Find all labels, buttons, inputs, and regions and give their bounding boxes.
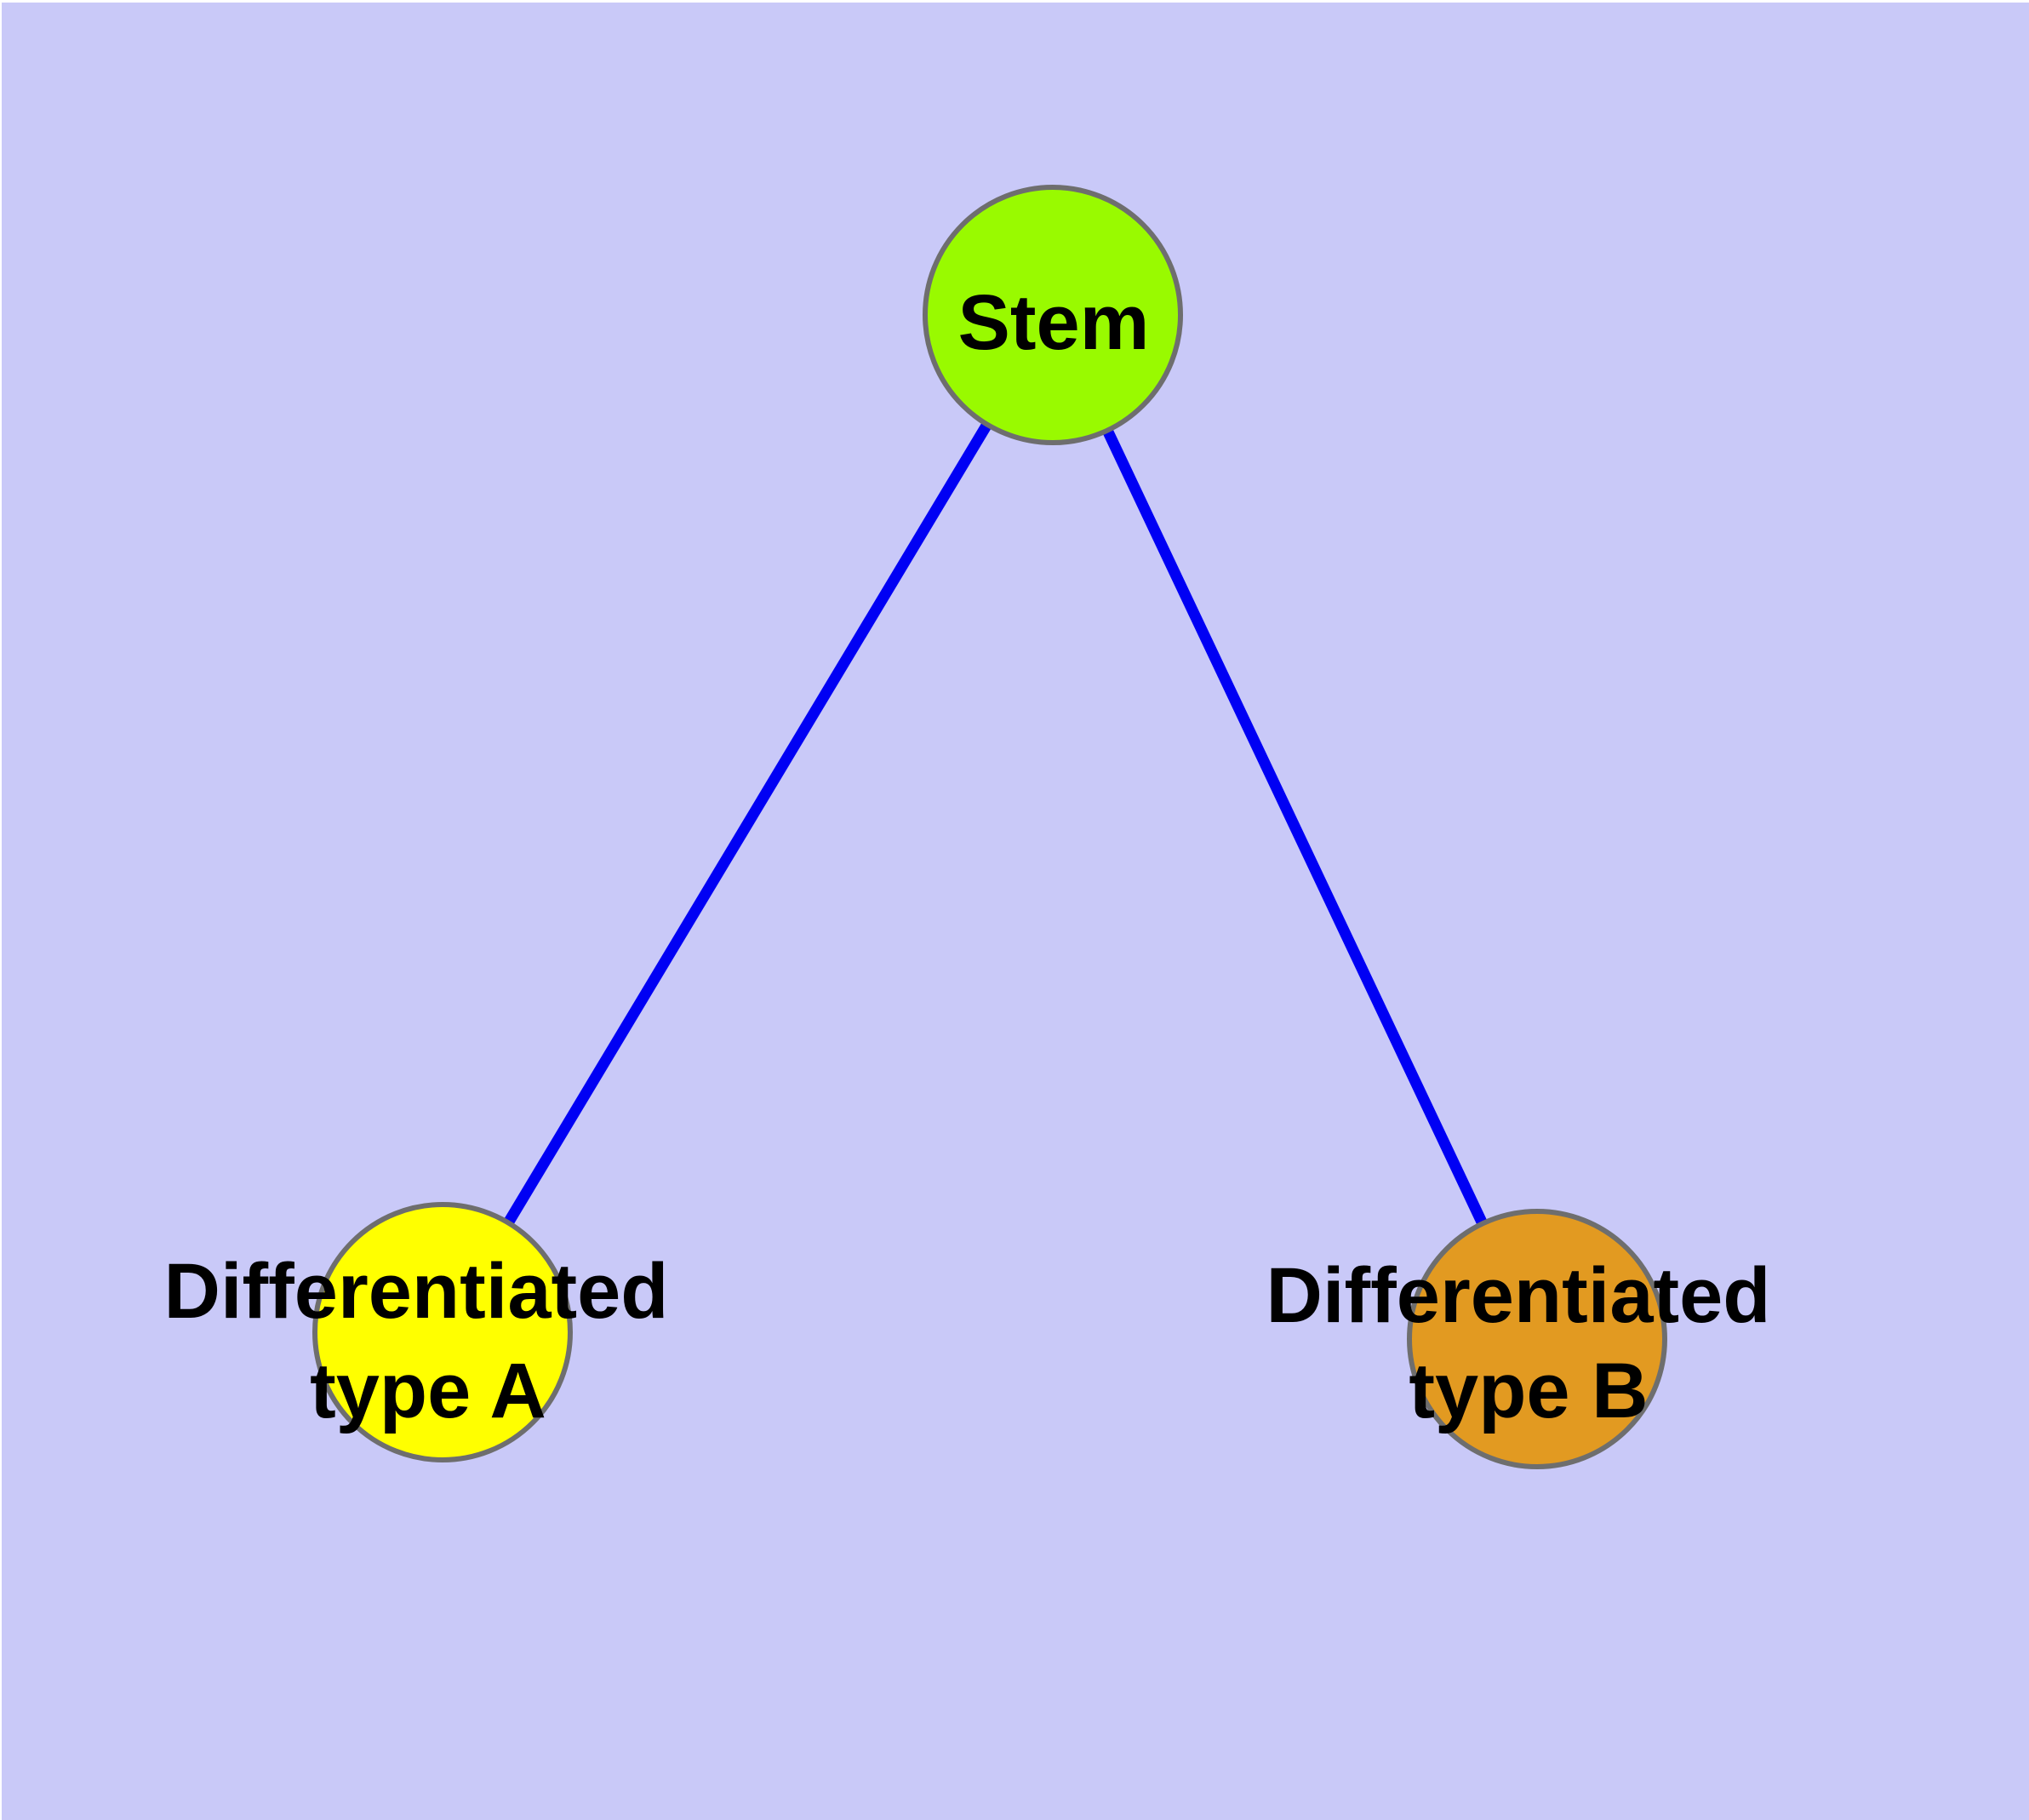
node-differentiated-type-a-label-line1: Differentiated	[164, 1248, 669, 1335]
node-differentiated-type-a-label-line2: type A	[310, 1348, 546, 1434]
node-differentiated-type-a	[312, 1202, 573, 1462]
page-border-left	[0, 0, 2, 1820]
edge-stem-to-differentiated-type-b	[1048, 312, 1542, 1342]
node-differentiated-type-b-label-line1: Differentiated	[1266, 1252, 1771, 1339]
node-stem-label: Stem	[958, 279, 1150, 366]
node-differentiated-type-b	[1407, 1209, 1667, 1469]
page-border-top	[0, 0, 2029, 3]
edge-stem-to-differentiated-type-a	[437, 312, 1058, 1336]
node-differentiated-type-b-label-line2: type B	[1409, 1348, 1648, 1434]
node-stem	[923, 185, 1183, 445]
